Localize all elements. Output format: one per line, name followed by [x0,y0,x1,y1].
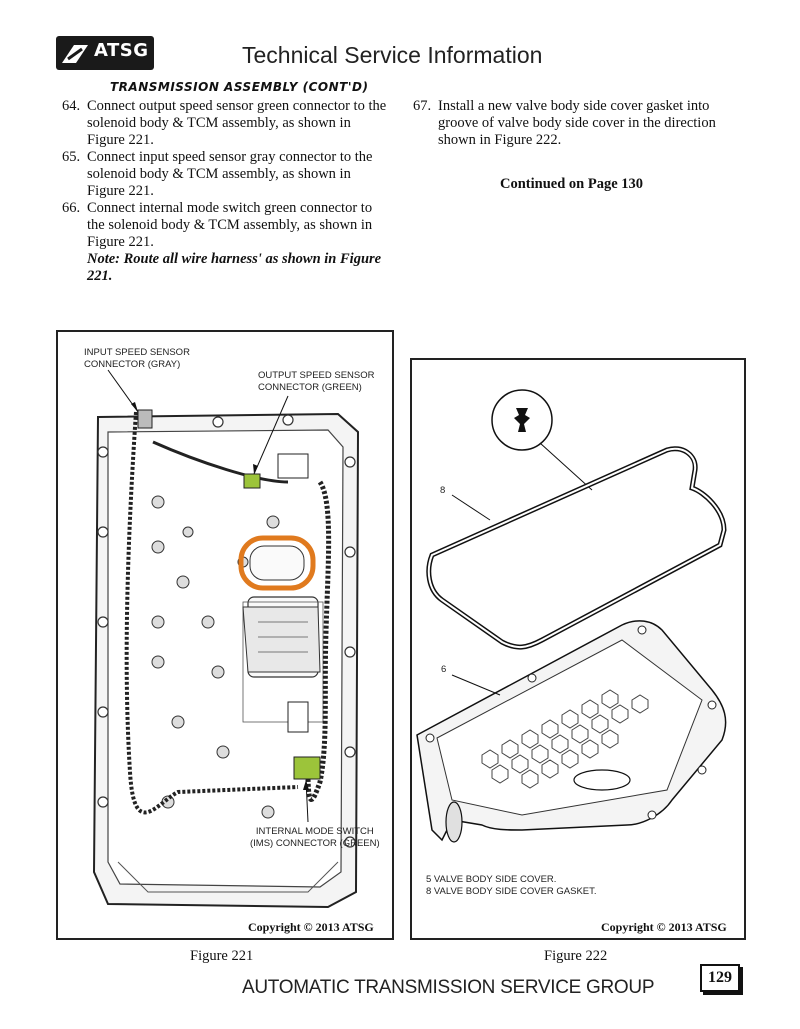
footer-text: AUTOMATIC TRANSMISSION SERVICE GROUP [242,977,655,998]
label-line: CONNECTOR (GREEN) [258,382,362,393]
step-66: 66. Connect internal mode switch green c… [62,200,392,251]
continued-note: Continued on Page 130 [500,176,644,192]
step-text: Install a new valve body side cover gask… [438,98,716,148]
label-line: (IMS) CONNECTOR (GREEN) [250,838,380,849]
section-heading: TRANSMISSION ASSEMBLY (CONT'D) [110,80,369,94]
step-64: 64. Connect output speed sensor green co… [62,98,392,149]
step-text: Connect output speed sensor green connec… [87,98,387,148]
step-number: 64. [62,98,81,114]
step-number: 66. [62,200,81,216]
figure-222-legend: 5 VALVE BODY SIDE COVER. 8 VALVE BODY SI… [426,874,597,898]
figure-221-illustration [92,369,360,909]
label-line: INPUT SPEED SENSOR [84,347,190,358]
input-speed-sensor-label: INPUT SPEED SENSOR CONNECTOR (GRAY) [84,347,190,371]
callout-6: 6 [441,664,447,675]
step-number: 67. [413,98,432,114]
note-text: Note: Route all wire harness' as shown i… [87,251,382,284]
label-line: OUTPUT SPEED SENSOR [258,370,375,381]
figure-221-caption: Figure 221 [190,948,254,964]
figure-222-illustration [416,389,727,843]
logo-text: ATSG [94,40,149,61]
figure-222-caption: Figure 222 [544,948,608,964]
step-67: 67. Install a new valve body side cover … [413,98,753,149]
atsg-logo-mark-icon [62,45,88,63]
callout-8: 8 [440,485,446,496]
label-line: CONNECTOR (GRAY) [84,359,181,370]
ims-connector-label: INTERNAL MODE SWITCH (IMS) CONNECTOR (GR… [250,826,380,850]
figure-222-copyright: Copyright © 2013 ATSG [601,920,727,934]
step-65: 65. Connect input speed sensor gray conn… [62,149,392,200]
note-block: Note: Route all wire harness' as shown i… [62,251,392,285]
legend-item: 8 VALVE BODY SIDE COVER GASKET. [426,886,597,897]
figure-221-copyright: Copyright © 2013 ATSG [248,920,374,934]
step-number: 65. [62,149,81,165]
output-speed-sensor-label: OUTPUT SPEED SENSOR CONNECTOR (GREEN) [258,370,375,394]
document-title: Technical Service Information [242,42,543,68]
step-text: Connect internal mode switch green conne… [87,200,373,250]
legend-item: 5 VALVE BODY SIDE COVER. [426,874,557,885]
step-text: Connect input speed sensor gray connecto… [87,149,373,199]
page-number: 129 [700,964,740,992]
label-line: INTERNAL MODE SWITCH [255,826,374,837]
